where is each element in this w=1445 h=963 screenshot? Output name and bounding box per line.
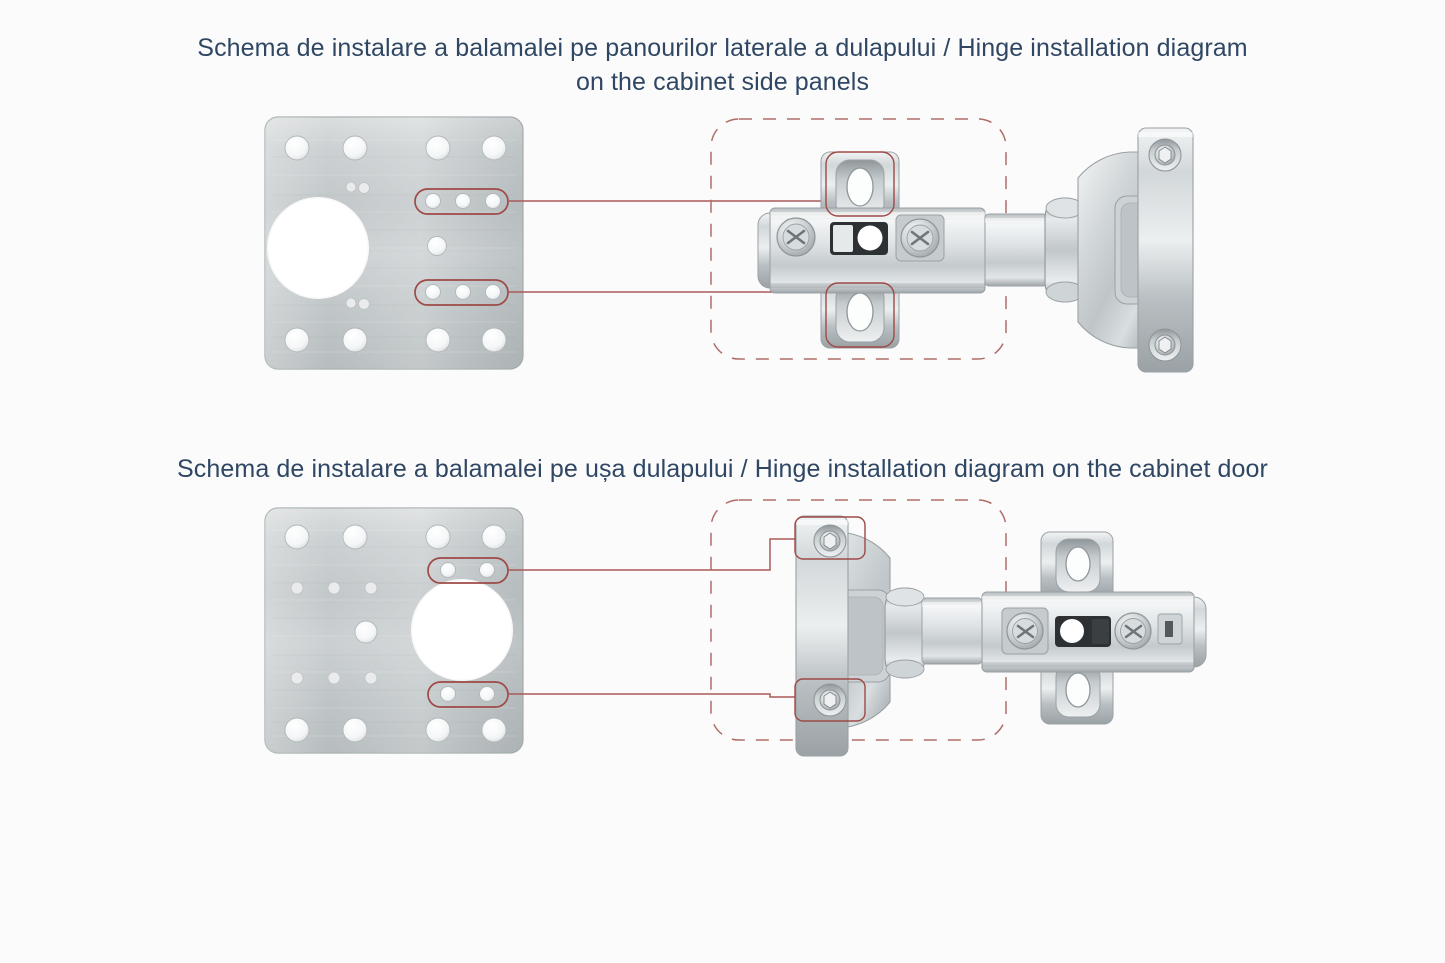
hinge-boundary-box-top (710, 118, 1007, 360)
concealed-hinge-cup-view (794, 515, 1207, 757)
section-side-panels-graphic (264, 116, 1194, 373)
hinge-depth-adjust-screw-door (1001, 607, 1049, 655)
callout-connector-lines-bottom (508, 538, 805, 698)
hinge-cross-plate-door (981, 531, 1207, 725)
plate-lower-mounting-slot-door (427, 681, 509, 708)
plate-upper-mounting-slot-door (427, 557, 509, 584)
hinge-marking (1157, 613, 1183, 645)
hinge-arm-door (884, 587, 983, 679)
cabinet-side-panel-drilling-template (264, 116, 524, 370)
hinge-screw-hole-highlights-top (825, 151, 895, 348)
cup-flange-screws (1148, 138, 1182, 362)
concealed-hinge-cross-plate-view (757, 127, 1194, 373)
cabinet-door-drilling-template (264, 507, 524, 754)
title-cabinet-door-line1: Schema de instalare a balamalei pe ușa d… (177, 455, 1268, 483)
page-title-cabinet-door: Schema de instalare a balamalei pe ușa d… (0, 452, 1445, 486)
hinge-cam-slot (830, 222, 888, 255)
page-title-side-panels: Schema de instalare a balamalei pe panou… (0, 31, 1445, 99)
hinge-cam-slot-door (1055, 616, 1111, 647)
plate-lower-mounting-slot (414, 279, 509, 306)
plate-corner-holes (284, 135, 507, 353)
hinge-screw-hole-highlights-bottom (794, 516, 866, 722)
callout-connector-lines-top (508, 200, 880, 293)
title-side-panels-line1: Schema de instalare a balamalei pe panou… (197, 34, 1248, 62)
hinge-side-adjust-screw-door (1114, 612, 1152, 650)
plate-corner-holes-door (284, 524, 507, 743)
hinge-depth-adjust-screw (776, 217, 816, 257)
section-cabinet-door-graphic (264, 499, 1207, 757)
hinge-cross-plate (757, 151, 986, 349)
title-side-panels-line2: on the cabinet side panels (575, 68, 870, 96)
hinge-boundary-box-bottom (710, 499, 1007, 741)
hinge-cup-door (795, 515, 891, 757)
plate-upper-mounting-slot (414, 188, 509, 215)
cup-flange-screws-door (813, 524, 847, 717)
hinge-side-adjust-screw (895, 214, 945, 262)
hinge-arm (984, 197, 1086, 303)
hinge-cup (1077, 127, 1194, 373)
